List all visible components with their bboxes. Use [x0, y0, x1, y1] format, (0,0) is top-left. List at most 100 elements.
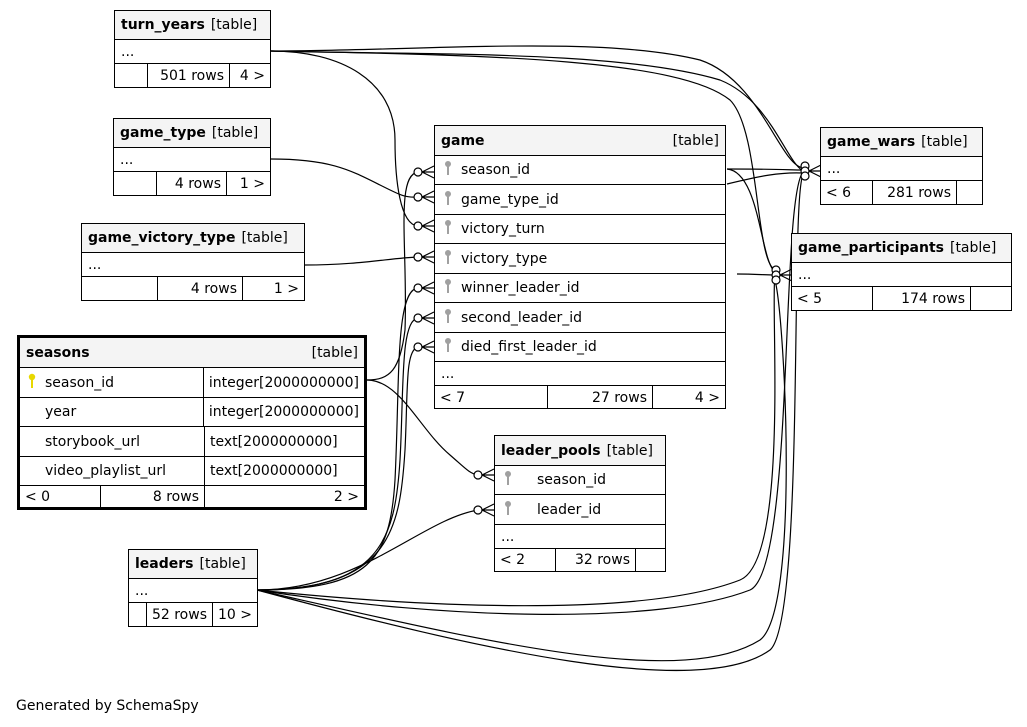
stat-parents: [956, 181, 982, 204]
foreign-key-icon: [501, 470, 515, 490]
column-name: season_id: [537, 472, 606, 488]
table-stats: 4 rows 1 >: [114, 172, 270, 195]
table-type: [table]: [211, 125, 259, 141]
column-name: season_id: [461, 162, 530, 178]
column-name: victory_turn: [461, 221, 545, 237]
column-name: video_playlist_url: [45, 463, 166, 479]
stat-parents: 4 >: [229, 64, 270, 87]
column-ellipsis: ...: [114, 148, 270, 172]
table-seasons[interactable]: seasons [table] season_id integer[200000…: [17, 335, 367, 510]
column-name: season_id: [45, 374, 114, 391]
column-datatype: text[2000000000]: [204, 427, 364, 456]
table-name: leader_pools: [501, 442, 601, 459]
column-name: victory_type: [461, 250, 548, 267]
column-name: storybook_url: [45, 433, 141, 450]
table-name: game: [441, 132, 485, 149]
column-datatype: integer[2000000000]: [202, 368, 364, 397]
stat-rows: 32 rows: [555, 549, 635, 571]
column-ellipsis: ...: [495, 525, 665, 549]
table-type: [table]: [241, 230, 288, 246]
column-ellipsis: ...: [435, 362, 725, 386]
column-datatype: text[2000000000]: [204, 457, 364, 485]
table-type: [table]: [311, 344, 358, 361]
table-header: game_victory_type [table]: [82, 224, 304, 253]
table-stats: 52 rows 10 >: [129, 603, 257, 626]
foreign-key-icon: [441, 249, 455, 269]
stat-children: < 6: [826, 184, 852, 201]
table-header: leaders [table]: [129, 550, 257, 579]
column-row: died_first_leader_id: [435, 333, 725, 362]
column-row: year integer[2000000000]: [20, 398, 364, 427]
column-row: season_id integer[2000000000]: [20, 368, 364, 398]
table-name: game_type: [120, 125, 206, 141]
column-name: year: [45, 404, 77, 420]
stat-rows: 8 rows: [100, 486, 204, 507]
stat-parents: 1 >: [226, 172, 270, 195]
stat-children: < 2: [500, 552, 526, 568]
foreign-key-icon: [501, 500, 515, 520]
table-turn-years[interactable]: turn_years [table] ... 501 rows 4 >: [114, 10, 271, 88]
table-type: [table]: [921, 134, 968, 150]
table-header: game_participants [table]: [792, 234, 1011, 263]
table-header: game_wars [table]: [821, 128, 982, 157]
generated-by-label: Generated by SchemaSpy: [16, 698, 199, 714]
table-game-wars[interactable]: game_wars [table] ... < 6 281 rows: [820, 127, 983, 205]
stat-parents: 2 >: [204, 486, 364, 507]
table-game-participants[interactable]: game_participants [table] ... < 5 174 ro…: [791, 233, 1012, 311]
column-name: winner_leader_id: [461, 280, 580, 296]
table-type: [table]: [672, 132, 719, 149]
table-game-type[interactable]: game_type [table] ... 4 rows 1 >: [113, 118, 271, 196]
foreign-key-icon: [441, 278, 455, 298]
column-name: died_first_leader_id: [461, 339, 597, 355]
table-name: seasons: [26, 344, 90, 361]
column-name: second_leader_id: [461, 309, 583, 326]
column-name: leader_id: [537, 501, 602, 518]
stat-rows: 52 rows: [146, 603, 212, 626]
column-row: winner_leader_id: [435, 274, 725, 303]
column-row: victory_turn: [435, 215, 725, 244]
stat-parents: [970, 287, 1011, 310]
column-ellipsis: ...: [129, 579, 257, 603]
stat-children: [82, 277, 157, 300]
column-row: victory_type: [435, 244, 725, 274]
table-header: game_type [table]: [114, 119, 270, 148]
stat-children: [115, 64, 147, 87]
column-row: season_id: [495, 466, 665, 495]
column-ellipsis: ...: [792, 263, 1011, 287]
stat-children: < 0: [25, 488, 51, 505]
foreign-key-icon: [441, 308, 455, 328]
table-name: game_wars: [827, 134, 916, 150]
column-ellipsis: ...: [82, 253, 304, 277]
stat-children: [129, 603, 146, 626]
column-row: leader_id: [495, 495, 665, 525]
table-name: game_victory_type: [88, 230, 236, 246]
column-row: second_leader_id: [435, 303, 725, 333]
table-stats: < 2 32 rows: [495, 549, 665, 571]
table-stats: 501 rows 4 >: [115, 64, 270, 87]
stat-rows: 4 rows: [156, 172, 226, 195]
table-header: seasons [table]: [20, 338, 364, 368]
stat-children: [114, 172, 156, 195]
table-leader-pools[interactable]: leader_pools [table] season_id leader_id…: [494, 435, 666, 572]
column-row: storybook_url text[2000000000]: [20, 427, 364, 457]
table-leaders[interactable]: leaders [table] ... 52 rows 10 >: [128, 549, 258, 627]
table-stats: < 6 281 rows: [821, 181, 982, 204]
table-name: leaders: [135, 556, 194, 572]
foreign-key-icon: [441, 190, 455, 210]
stat-parents: 1 >: [242, 277, 304, 300]
stat-rows: 4 rows: [157, 277, 242, 300]
table-game-victory-type[interactable]: game_victory_type [table] ... 4 rows 1 >: [81, 223, 305, 301]
stat-rows: 281 rows: [872, 181, 956, 204]
column-ellipsis: ...: [821, 157, 982, 181]
primary-key-icon: [25, 373, 39, 393]
table-name: game_participants: [798, 240, 944, 256]
stat-parents: [635, 549, 665, 571]
table-header: turn_years [table]: [115, 11, 270, 40]
column-ellipsis: ...: [115, 40, 270, 64]
table-header: leader_pools [table]: [495, 436, 665, 466]
table-header: game [table]: [435, 126, 725, 156]
table-type: [table]: [199, 556, 246, 572]
table-game[interactable]: game [table] season_id game_type_id vict…: [434, 125, 726, 409]
foreign-key-icon: [441, 160, 455, 180]
